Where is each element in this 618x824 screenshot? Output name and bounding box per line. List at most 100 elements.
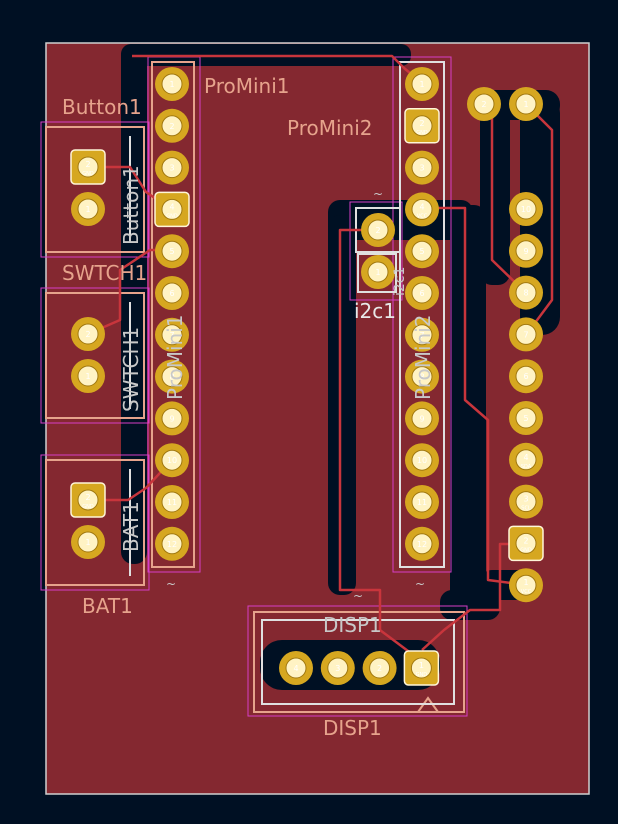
pad: 9 (155, 401, 189, 436)
pad: 8 (509, 275, 543, 310)
pad-net: SDA (521, 464, 532, 470)
pad-number: 10 (417, 456, 427, 465)
pad-hole-edge (411, 198, 433, 220)
pad-hole (368, 220, 388, 240)
pad: 6 (405, 276, 439, 310)
pad-hole-edge (411, 73, 433, 95)
pad-hole (369, 658, 390, 678)
pad-number: 11 (167, 498, 177, 507)
pad-hole (474, 94, 494, 114)
pad-hole (516, 94, 536, 114)
promini1-value: ProMini1 (163, 315, 187, 401)
pad-hole (516, 575, 536, 596)
pad-hole (368, 262, 388, 282)
pad-number: 2 (419, 119, 424, 128)
pad-hole (162, 241, 182, 262)
pad-hole-edge (515, 407, 537, 429)
pad-number: 12 (167, 540, 177, 549)
pad-hole (162, 408, 182, 429)
pad-number: 2 (169, 122, 174, 131)
pad-number: 3 (335, 664, 340, 673)
tilde-mark: ~ (353, 589, 363, 603)
pad-hole (412, 199, 432, 220)
pad: 11 (155, 485, 189, 519)
pad: 1 (509, 87, 543, 121)
pad-hole (162, 115, 182, 136)
pad-hole (162, 533, 182, 554)
i2c1-pads: 21 (361, 213, 395, 289)
bat1-value: BAT1 (119, 501, 143, 552)
pad-hole (516, 282, 536, 303)
pad-hole-edge (411, 282, 433, 304)
pad-number: 9 (169, 414, 174, 423)
pad-hole (327, 658, 348, 678)
pad-number: 6 (419, 289, 424, 298)
pad: 8 (405, 359, 439, 394)
pad-number: 4 (169, 202, 174, 211)
pad-number: 2 (377, 664, 382, 673)
pad-hole (78, 199, 98, 219)
pad-hole-edge (161, 533, 183, 555)
pad-number: 8 (169, 373, 174, 382)
pad-hole (516, 199, 536, 219)
pad-hole-edge (77, 531, 99, 553)
pad-hole (516, 366, 536, 387)
pad: 1 (71, 525, 105, 559)
pad-hole-edge (161, 198, 183, 220)
pad-hole (78, 157, 98, 177)
pad-hole (516, 240, 536, 261)
pad-net: GND (82, 504, 94, 510)
pad: 2 (361, 213, 395, 247)
pad-number: 1 (523, 578, 528, 587)
pad: 12 (405, 526, 439, 561)
pad-number: 7 (523, 330, 528, 339)
pad-hole-edge (161, 449, 183, 471)
pad-number: 2 (85, 330, 90, 339)
pad-hole (162, 450, 182, 471)
pad-hole-edge (473, 93, 495, 115)
pad-number: 3 (169, 164, 174, 173)
pad-hole (162, 74, 182, 94)
pad-hole-edge (411, 324, 433, 346)
pad-number: 9 (419, 414, 424, 423)
pad-hole (162, 283, 182, 303)
switch1-pads: 21 (71, 317, 105, 393)
pad-hole (162, 157, 182, 178)
pad-net: SCL (521, 506, 531, 512)
pad-hole-edge (515, 93, 537, 115)
pad-number: 4 (293, 664, 298, 673)
pad-hole-edge (77, 365, 99, 387)
pad-number: 6 (169, 289, 174, 298)
pad-net: GND (416, 672, 428, 678)
pad-hole-edge (161, 407, 183, 429)
pad: 3 (320, 651, 355, 685)
pad-net: GND (82, 171, 94, 177)
pad-number: 4 (419, 202, 424, 211)
pad-highlight (70, 149, 106, 185)
pad-hole (516, 408, 536, 428)
silk-outlines (45, 61, 465, 713)
pad-hole (412, 533, 432, 554)
pad-hole-edge (515, 198, 537, 220)
pad-hole (78, 532, 98, 552)
pad-hole (162, 492, 182, 512)
pad-number: 8 (523, 289, 528, 298)
pad: 1 (71, 192, 105, 226)
pad-number: 10 (521, 205, 531, 214)
pad: 10 (509, 192, 543, 226)
pad-hole-edge (515, 240, 537, 262)
pad-hole-edge (515, 323, 537, 345)
pad-net: GND (416, 130, 428, 136)
pad-number: 1 (85, 372, 90, 381)
pad-number: 5 (523, 414, 528, 423)
pad: 2 (467, 87, 501, 121)
